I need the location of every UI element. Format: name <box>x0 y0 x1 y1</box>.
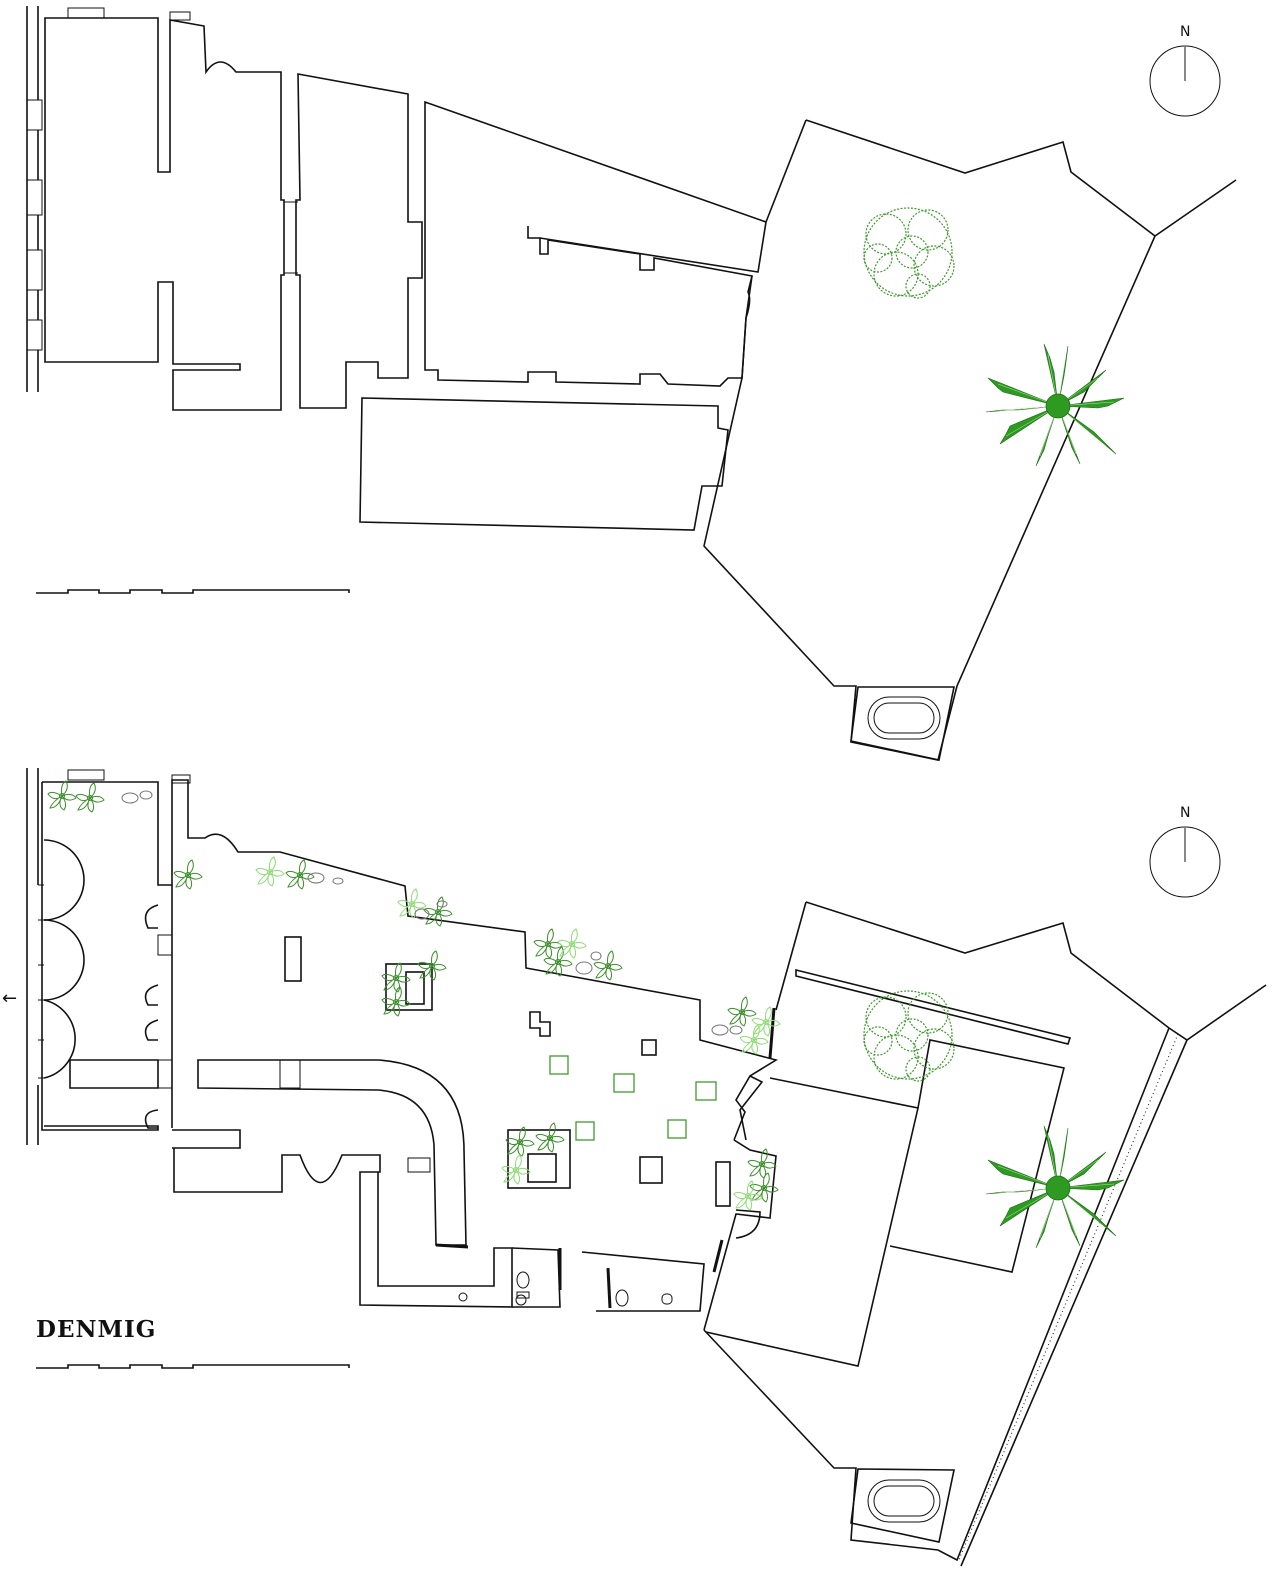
plan-after <box>26 768 1267 1567</box>
plant-icon <box>47 780 77 811</box>
palm-icon <box>985 343 1125 467</box>
palm-icon <box>985 1125 1125 1249</box>
plant-icon <box>747 1148 777 1179</box>
brand-logo-text: DENMIG <box>36 1316 157 1343</box>
plant-icon <box>535 1122 565 1153</box>
plant-icon <box>173 859 203 890</box>
decking-strip <box>957 1033 1179 1563</box>
entrance-arrow-icon: ← <box>2 988 18 1009</box>
plant-icon <box>501 1154 531 1185</box>
plant-icon <box>75 782 105 813</box>
plant-icon <box>505 1126 535 1157</box>
plant-icon <box>255 856 285 887</box>
north-arrow-icon: N <box>1149 805 1221 898</box>
toilet-icon <box>615 1289 673 1307</box>
bathtub-icon <box>850 686 955 761</box>
tree-icon <box>863 207 955 299</box>
toilet-icon <box>516 1271 530 1299</box>
plant-icon <box>593 950 623 981</box>
plant-icon <box>727 996 757 1027</box>
stones <box>121 790 743 1036</box>
plant-icon <box>751 1006 781 1037</box>
north-label: N <box>1180 805 1190 821</box>
plan-before <box>26 6 1237 761</box>
scale-bar-icon <box>36 589 350 594</box>
north-arrow-icon: N <box>1149 24 1221 117</box>
plant-icon <box>397 888 427 919</box>
bathtub-icon <box>850 1468 955 1543</box>
scale-bar-icon <box>36 1364 350 1369</box>
plant-icon <box>557 928 587 959</box>
north-label: N <box>1180 24 1190 40</box>
